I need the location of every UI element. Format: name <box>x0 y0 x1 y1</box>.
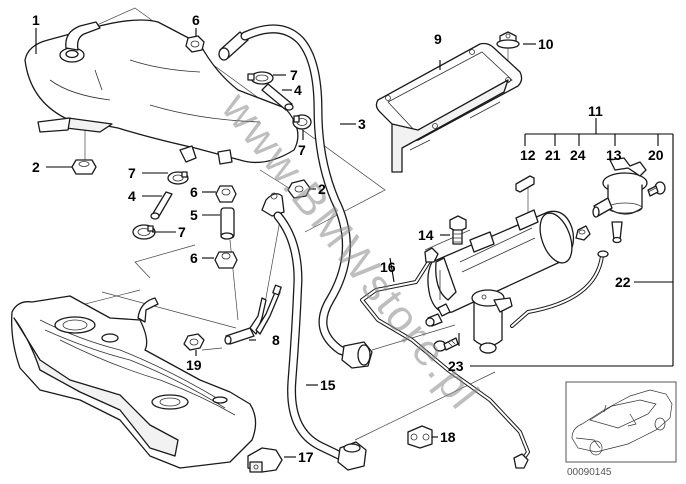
part-hose-5[interactable] <box>220 207 235 240</box>
part-hose-stub <box>218 31 249 61</box>
callout-4b[interactable]: 4 <box>128 188 136 204</box>
part-hose-22[interactable] <box>510 250 609 328</box>
callout-23[interactable]: 23 <box>448 358 464 374</box>
callout-labels: 1 2 6 7 4 7 3 7 4 7 6 5 6 2 8 19 15 17 1… <box>32 12 664 465</box>
callout-4a[interactable]: 4 <box>294 82 302 98</box>
callout-16[interactable]: 16 <box>380 259 396 275</box>
callout-6a[interactable]: 6 <box>192 12 200 28</box>
part-hose-4b[interactable] <box>150 191 173 220</box>
callout-7b[interactable]: 7 <box>298 142 306 158</box>
callout-1[interactable]: 1 <box>32 12 40 28</box>
callout-2b[interactable]: 2 <box>318 181 326 197</box>
part-hose-clamp-7d[interactable] <box>132 224 156 240</box>
part-collar-nut-10[interactable] <box>496 31 520 49</box>
part-clamp-6b[interactable] <box>215 185 237 203</box>
callout-10[interactable]: 10 <box>538 36 554 52</box>
part-expansion-tank[interactable] <box>24 19 299 165</box>
callout-19[interactable]: 19 <box>186 357 202 373</box>
callout-22[interactable]: 22 <box>615 274 631 290</box>
callout-9[interactable]: 9 <box>434 31 442 47</box>
callout-5[interactable]: 5 <box>190 207 198 223</box>
group-11-bracket <box>470 118 674 367</box>
image-code: 00090145 <box>567 467 612 478</box>
callout-20[interactable]: 20 <box>648 147 664 163</box>
callout-21[interactable]: 21 <box>545 147 561 163</box>
callout-3[interactable]: 3 <box>358 116 366 132</box>
part-holder-17[interactable] <box>247 447 283 473</box>
vehicle-thumbnail: 00090145 <box>565 381 677 478</box>
part-pipe-connector-8[interactable] <box>224 284 282 345</box>
part-clamp-6a[interactable] <box>185 35 205 53</box>
callout-7d[interactable]: 7 <box>178 224 186 240</box>
part-clamp-6c[interactable] <box>214 251 238 269</box>
callout-2a[interactable]: 2 <box>32 159 40 175</box>
part-vent-line-15[interactable] <box>261 192 367 471</box>
part-nut-2a[interactable] <box>71 159 97 175</box>
part-screw-23[interactable] <box>433 337 459 352</box>
part-cover-9[interactable] <box>375 42 523 173</box>
part-charcoal-filter-21[interactable] <box>427 209 578 314</box>
callout-7c[interactable]: 7 <box>128 165 136 181</box>
part-label-12[interactable] <box>515 175 535 193</box>
callout-7a[interactable]: 7 <box>290 67 298 83</box>
callout-13[interactable]: 13 <box>606 147 622 163</box>
callout-18[interactable]: 18 <box>440 429 456 445</box>
part-hex-bolt-14[interactable] <box>449 215 467 245</box>
part-breather-valve-13[interactable] <box>592 157 648 244</box>
part-holder-18[interactable] <box>407 425 433 449</box>
part-vent-hose-3[interactable] <box>240 24 373 369</box>
part-filter-dome <box>471 289 513 354</box>
part-hose-4a[interactable] <box>261 83 294 111</box>
part-hose-clamp-7a[interactable] <box>247 71 274 85</box>
callout-6c[interactable]: 6 <box>190 250 198 266</box>
callout-15[interactable]: 15 <box>320 377 336 393</box>
callout-11[interactable]: 11 <box>588 103 603 119</box>
part-screw-20[interactable] <box>647 181 666 197</box>
leader-lines <box>35 28 536 458</box>
part-nut-2b[interactable] <box>287 179 311 199</box>
part-vent-line-16[interactable] <box>360 247 530 469</box>
callout-8[interactable]: 8 <box>272 332 280 348</box>
callout-17[interactable]: 17 <box>298 449 314 465</box>
part-fitting <box>425 303 451 327</box>
callout-14[interactable]: 14 <box>418 227 434 243</box>
part-plug-24[interactable] <box>575 225 591 241</box>
part-hose-clamp-7c[interactable] <box>167 171 189 185</box>
part-fuel-tank <box>11 295 257 469</box>
part-clamp-19[interactable] <box>183 333 205 351</box>
callout-24[interactable]: 24 <box>570 147 586 163</box>
callout-12[interactable]: 12 <box>520 147 536 163</box>
part-hose-clamp-7b[interactable] <box>292 114 312 130</box>
callout-6b[interactable]: 6 <box>190 184 198 200</box>
